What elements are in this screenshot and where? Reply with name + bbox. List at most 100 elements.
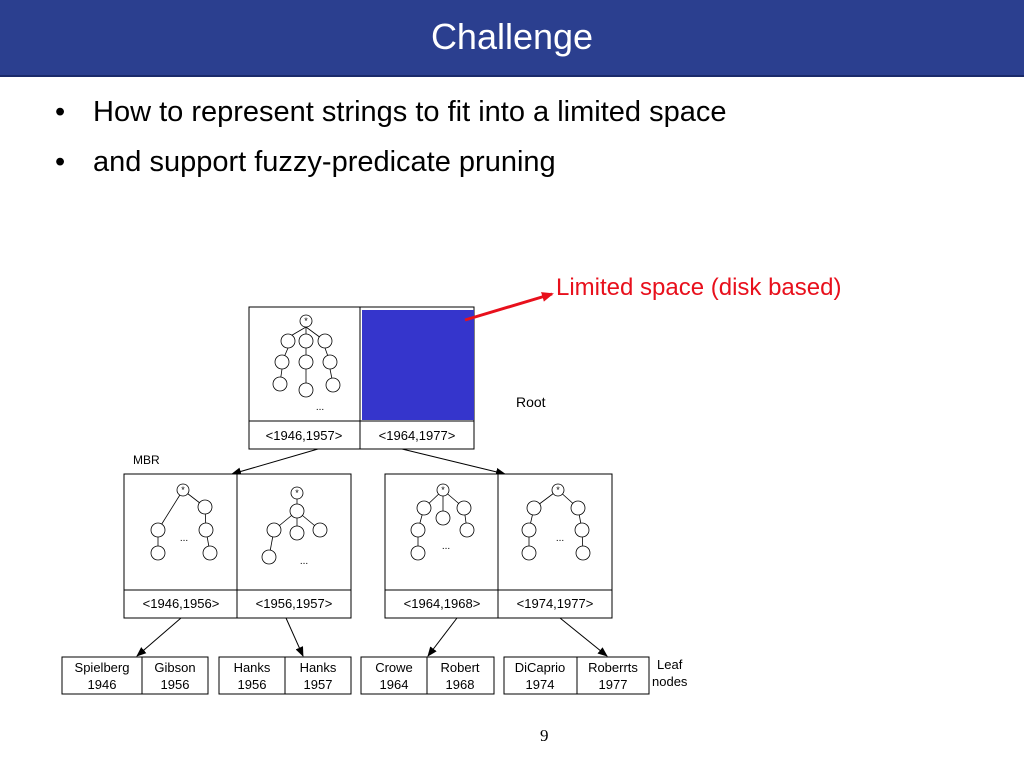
trie-edge — [157, 489, 184, 531]
internal-trie — [150, 483, 218, 561]
page-number: 9 — [540, 726, 549, 745]
leaf-arrow — [285, 617, 304, 657]
bullet-list: • How to represent strings to fit into a … — [55, 92, 726, 192]
bullet-item: • How to represent strings to fit into a … — [55, 92, 726, 142]
leaf-entry-year: 1977 — [599, 677, 628, 692]
trie-node — [575, 545, 591, 561]
root-arrow-left — [231, 448, 319, 476]
trie-ellipsis: ... — [442, 541, 450, 552]
trie-node — [299, 314, 313, 328]
trie-node — [521, 545, 537, 561]
trie-ellipsis: ... — [316, 402, 324, 413]
trie-node — [317, 333, 333, 349]
bullet-dot-icon: • — [55, 96, 66, 128]
internal-node: * ... * ... <1946,1956> <1956,1957> — [123, 473, 352, 619]
mbr-label: MBR — [133, 453, 160, 467]
leaf-entry-name: Hanks — [300, 660, 337, 675]
internal-range: <1956,1957> — [256, 596, 333, 611]
leaf-entry-year: 1957 — [304, 677, 333, 692]
trie-ellipsis: ... — [556, 533, 564, 544]
trie-node — [289, 503, 305, 519]
trie-node — [570, 500, 586, 516]
bullet-text: and support fuzzy-predicate pruning — [93, 146, 556, 178]
leaf-arrow — [136, 617, 182, 657]
trie-ellipsis: ... — [180, 533, 188, 544]
root-range-right: <1964,1977> — [379, 428, 456, 443]
trie-node — [325, 377, 341, 393]
internal-range: <1974,1977> — [517, 596, 594, 611]
title-bar — [0, 0, 1024, 77]
leaf-label-line: nodes — [652, 674, 688, 689]
trie-node — [290, 486, 304, 500]
trie-ellipsis: ... — [300, 556, 308, 567]
trie-node — [456, 500, 472, 516]
leaf-label-line: Leaf — [657, 657, 683, 672]
leaf-entry-year: 1968 — [446, 677, 475, 692]
trie-node — [574, 522, 590, 538]
trie-node — [298, 354, 314, 370]
trie-star: * — [441, 485, 445, 495]
internal-trie — [521, 483, 591, 561]
trie-node — [521, 522, 537, 538]
trie-node — [298, 382, 314, 398]
trie-node — [202, 545, 218, 561]
callout-arrow — [464, 292, 554, 322]
leaf-entry-year: 1956 — [238, 677, 267, 692]
root-filled-entry — [362, 310, 474, 420]
bullet-item: • and support fuzzy-predicate pruning — [55, 142, 726, 192]
bullet-text: How to represent strings to fit into a l… — [93, 96, 727, 128]
trie-node — [266, 522, 282, 538]
leaf-arrow — [427, 617, 458, 657]
leaf-entry-name: Roberrts — [588, 660, 638, 675]
trie-node — [274, 354, 290, 370]
trie-node — [410, 522, 426, 538]
trie-node — [272, 376, 288, 392]
trie-node — [197, 499, 213, 515]
trie-node — [198, 522, 214, 538]
root-range-left: <1946,1957> — [266, 428, 343, 443]
trie-node — [261, 549, 277, 565]
internal-range: <1946,1956> — [143, 596, 220, 611]
trie-star: * — [304, 316, 308, 326]
trie-node — [410, 545, 426, 561]
internal-trie — [261, 486, 328, 565]
internal-range: <1964,1968> — [404, 596, 481, 611]
trie-node — [551, 483, 565, 497]
leaf-entry-year: 1946 — [88, 677, 117, 692]
trie-node — [459, 522, 475, 538]
trie-node — [312, 522, 328, 538]
trie-node — [298, 333, 314, 349]
slide-title: Challenge — [430, 16, 594, 57]
root-trie — [272, 314, 341, 398]
leaf-node: Crowe 1964 Robert 1968 — [360, 656, 495, 695]
root-node: * ... <1946,1957> <1964,1977> — [248, 306, 475, 450]
leaf-entry-name: DiCaprio — [515, 660, 566, 675]
trie-node — [150, 545, 166, 561]
leaf-entry-name: Hanks — [234, 660, 271, 675]
root-arrow-right — [401, 448, 506, 476]
leaf-entry-year: 1956 — [161, 677, 190, 692]
leaf-entry-year: 1964 — [380, 677, 409, 692]
trie-node — [322, 354, 338, 370]
trie-node — [435, 510, 451, 526]
bullet-dot-icon: • — [55, 146, 66, 178]
trie-node — [150, 522, 166, 538]
leaf-entry-name: Gibson — [154, 660, 195, 675]
trie-star: * — [181, 485, 185, 495]
trie-node — [280, 333, 296, 349]
trie-node — [526, 500, 542, 516]
leaf-entry-year: 1974 — [526, 677, 555, 692]
leaf-node: Hanks 1956 Hanks 1957 — [218, 656, 352, 695]
trie-star: * — [556, 485, 560, 495]
leaf-entry-name: Crowe — [375, 660, 413, 675]
trie-node — [436, 483, 450, 497]
trie-node — [176, 483, 190, 497]
leaf-arrow — [559, 617, 608, 657]
internal-node: * ... * ... <1964,1968> <1974,1977> — [384, 473, 613, 619]
leaf-entry-name: Spielberg — [75, 660, 130, 675]
trie-node — [289, 525, 305, 541]
leaf-node: Spielberg 1946 Gibson 1956 — [61, 656, 209, 695]
leaf-node-frame — [61, 656, 209, 695]
trie-node — [416, 500, 432, 516]
trie-star: * — [295, 488, 299, 498]
